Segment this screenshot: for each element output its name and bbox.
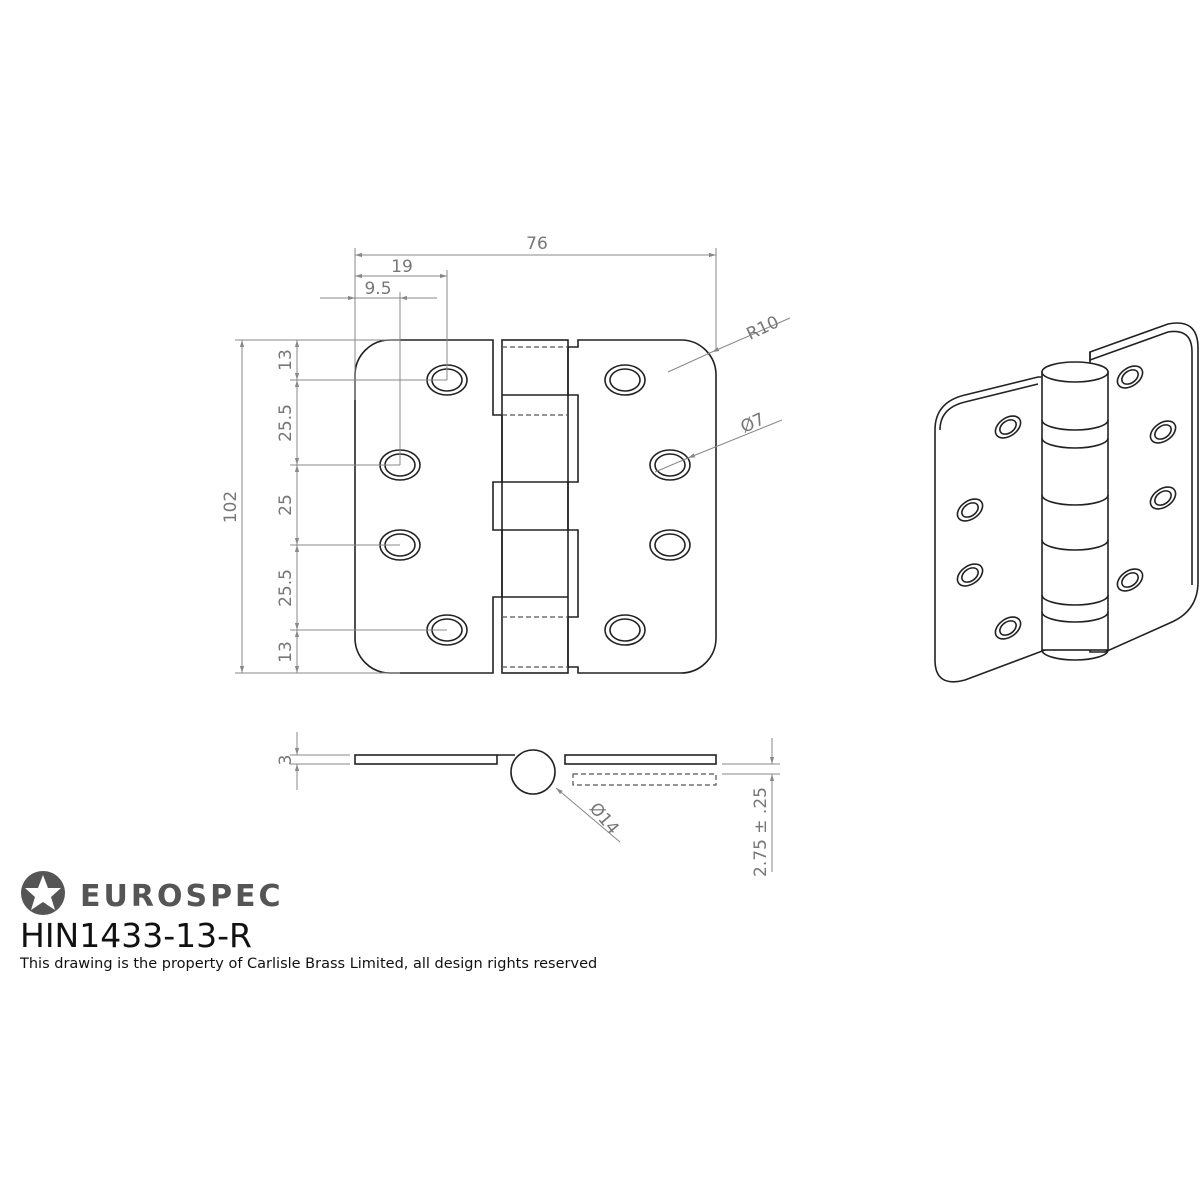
drawing-line bbox=[994, 415, 1022, 439]
drawing-line bbox=[1121, 572, 1139, 588]
drawing-line bbox=[1041, 419, 1109, 431]
drawing-line bbox=[1041, 594, 1109, 606]
screw-hole bbox=[604, 614, 646, 646]
drawing-line: 25.5 bbox=[276, 569, 296, 607]
dimension-9-5: 9.5 bbox=[320, 279, 437, 465]
drawing-line bbox=[1116, 568, 1144, 592]
drawing-line bbox=[354, 754, 498, 765]
dimension-r10: R10 bbox=[667, 312, 791, 373]
drawing-line bbox=[604, 614, 646, 646]
right-leaf bbox=[567, 339, 717, 674]
screw-hole bbox=[604, 364, 646, 396]
drawing-line bbox=[1154, 490, 1172, 506]
drawing-line: Ø14 bbox=[585, 799, 623, 839]
drawing-line bbox=[1116, 365, 1144, 389]
dimension-knuckle-diameter: Ø14 bbox=[555, 787, 623, 843]
iso-right-leaf bbox=[1089, 322, 1199, 653]
drawing-line bbox=[501, 339, 569, 674]
drawing-line bbox=[654, 457, 689, 473]
drawing-line bbox=[1116, 365, 1144, 389]
front-view: 76 19 9.5 102 bbox=[221, 234, 791, 674]
screw-hole bbox=[649, 449, 691, 481]
drawing-line bbox=[1041, 361, 1109, 383]
drawing-line: 2.75 ± .25 bbox=[751, 787, 771, 877]
drawing-line bbox=[994, 415, 1022, 439]
drawing-line bbox=[956, 563, 984, 587]
side-view: 3 Ø14 2.75 ± .25 bbox=[276, 732, 780, 877]
dimension-thickness: 3 bbox=[276, 732, 350, 790]
drawing-line bbox=[649, 449, 691, 481]
dimension-chain: 13 25.5 25 25.5 13 bbox=[276, 340, 447, 673]
drawing-line bbox=[956, 498, 984, 522]
left-leaf bbox=[354, 339, 503, 674]
dimension-102: 102 bbox=[221, 339, 400, 674]
drawing-line bbox=[1149, 486, 1177, 510]
drawing-line bbox=[572, 773, 717, 786]
drawing-line bbox=[654, 533, 686, 557]
drawing-line: 3 bbox=[276, 755, 296, 766]
drawing-line bbox=[956, 498, 984, 522]
iso-left-leaf bbox=[934, 376, 1046, 683]
drawing-line bbox=[25, 875, 61, 910]
drawing-line: 102 bbox=[221, 491, 241, 523]
knuckle bbox=[501, 339, 569, 674]
drawing-line bbox=[687, 419, 783, 459]
disclaimer: This drawing is the property of Carlisle… bbox=[19, 956, 597, 972]
screw-hole bbox=[649, 529, 691, 561]
drawing-line bbox=[609, 368, 641, 392]
drawing-line bbox=[1149, 486, 1177, 510]
drawing-line bbox=[1041, 649, 1109, 661]
drawing-line: Ø7 bbox=[738, 409, 768, 437]
iso-screw-holes bbox=[956, 365, 1177, 640]
drawing-line bbox=[564, 754, 717, 765]
drawing-line: 25 bbox=[276, 494, 296, 516]
drawing-line bbox=[994, 616, 1022, 640]
drawing-line bbox=[999, 419, 1017, 435]
iso-knuckle bbox=[1041, 361, 1109, 661]
drawing-line: 19 bbox=[391, 257, 413, 277]
drawing-line bbox=[1116, 568, 1144, 592]
drawing-line: 25.5 bbox=[276, 404, 296, 442]
drawing-line bbox=[711, 317, 791, 353]
drawing-line bbox=[956, 563, 984, 587]
dimension-19: 19 bbox=[355, 257, 448, 380]
drawing-line bbox=[961, 567, 979, 583]
drawing-line bbox=[604, 364, 646, 396]
drawing-line bbox=[649, 529, 691, 561]
drawing-line bbox=[1041, 539, 1109, 551]
product-code: HIN1433-13-R bbox=[20, 916, 252, 955]
screw-holes bbox=[379, 364, 691, 646]
drawing-line bbox=[1041, 494, 1109, 506]
drawing-line bbox=[667, 351, 713, 373]
drawing-line bbox=[1089, 330, 1193, 585]
dimension-76: 76 bbox=[354, 234, 717, 400]
drawing-line: 13 bbox=[276, 641, 296, 663]
dimension-hole-diameter: Ø7 bbox=[654, 409, 783, 473]
drawing-line bbox=[1121, 369, 1139, 385]
drawing-line bbox=[1154, 424, 1172, 440]
drawing-line: 13 bbox=[276, 349, 296, 371]
drawing-line: R10 bbox=[744, 312, 783, 344]
drawing-line bbox=[1041, 371, 1109, 651]
drawing-line: EUROSPEC bbox=[80, 879, 284, 914]
eurospec-logo: EUROSPEC bbox=[21, 871, 284, 915]
drawing-line: 76 bbox=[526, 234, 548, 254]
drawing-line bbox=[939, 383, 1039, 431]
drawing-line bbox=[1149, 420, 1177, 444]
isometric-view bbox=[934, 322, 1199, 683]
knuckle-section bbox=[510, 749, 556, 795]
drawing-line bbox=[654, 453, 686, 477]
drawing-line bbox=[609, 618, 641, 642]
dimension-gap: 2.75 ± .25 bbox=[722, 738, 780, 877]
drawing-line bbox=[555, 787, 621, 843]
drawing-line bbox=[1041, 437, 1109, 449]
drawing-line: 9.5 bbox=[364, 279, 391, 299]
drawing-line bbox=[961, 502, 979, 518]
drawing-line bbox=[1149, 420, 1177, 444]
drawing-line bbox=[994, 616, 1022, 640]
drawing-line bbox=[1041, 611, 1109, 623]
drawing-line bbox=[999, 620, 1017, 636]
